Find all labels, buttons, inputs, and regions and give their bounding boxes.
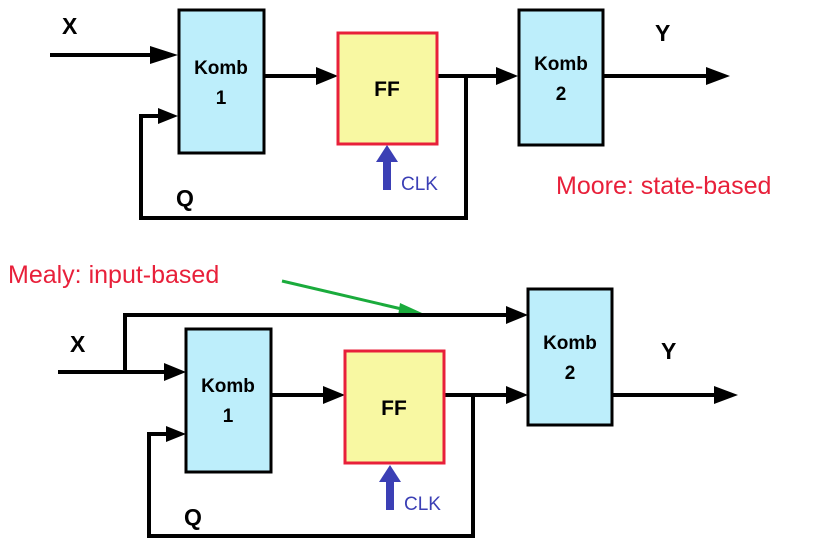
moore-comb2-label: Komb — [534, 54, 588, 75]
mealy-comb2-label: Komb — [543, 333, 597, 354]
moore-comb2-block — [517, 8, 605, 147]
mealy-clk-arrow — [379, 465, 401, 510]
mealy-bypass-arrowhead — [506, 306, 528, 324]
moore-comb1-block — [177, 8, 266, 155]
moore-input-arrowhead — [150, 46, 178, 64]
mealy-annotation-arrow — [281, 279, 407, 312]
mealy-clk-label: CLK — [404, 494, 441, 515]
moore-comb1-to-ff-arrowhead — [316, 67, 338, 85]
moore-output-label: Y — [655, 20, 670, 46]
mealy-input-arrowhead — [164, 363, 186, 381]
moore-machine: Komb 1 FF Komb 2 CLK X Y Q Moore: state-… — [50, 8, 771, 220]
mealy-comb2-block — [526, 287, 614, 427]
mealy-machine: Mealy: input-based Komb 1 FF Komb 2 C — [8, 261, 738, 538]
mealy-ff-to-comb2-arrowhead — [506, 386, 528, 404]
mealy-comb1-number: 1 — [223, 406, 234, 427]
mealy-state-feedback-wire — [147, 395, 475, 538]
moore-state-label: Q — [176, 185, 194, 211]
moore-ff-block — [336, 31, 439, 146]
moore-clk-label: CLK — [401, 174, 438, 195]
moore-comb2-number: 2 — [556, 84, 567, 105]
moore-ff-to-comb2-arrowhead — [496, 67, 518, 85]
mealy-state-label: Q — [184, 504, 202, 530]
mealy-input-bypass-wire — [123, 313, 507, 372]
mealy-output-label: Y — [661, 338, 676, 364]
mealy-input-label: X — [70, 331, 86, 357]
moore-feedback-arrowhead — [158, 108, 178, 124]
mealy-comb1-block — [184, 327, 273, 474]
moore-input-label: X — [62, 13, 78, 39]
mealy-output-arrowhead — [714, 386, 738, 404]
mealy-annotation-arrowhead — [398, 303, 422, 316]
moore-state-feedback-wire — [139, 76, 468, 220]
mealy-caption: Mealy: input-based — [8, 261, 219, 289]
moore-ff-label: FF — [374, 78, 400, 101]
moore-output-arrowhead — [706, 67, 730, 85]
moore-comb1-label: Komb — [194, 58, 248, 79]
mealy-ff-label: FF — [381, 397, 407, 420]
moore-clk-arrow — [376, 145, 398, 190]
mealy-comb1-label: Komb — [201, 376, 255, 397]
mealy-feedback-arrowhead — [166, 426, 186, 442]
moore-comb1-number: 1 — [216, 88, 227, 109]
mealy-ff-block — [343, 349, 446, 465]
moore-caption: Moore: state-based — [556, 172, 771, 200]
mealy-comb2-number: 2 — [565, 363, 576, 384]
mealy-comb1-to-ff-arrowhead — [323, 386, 345, 404]
